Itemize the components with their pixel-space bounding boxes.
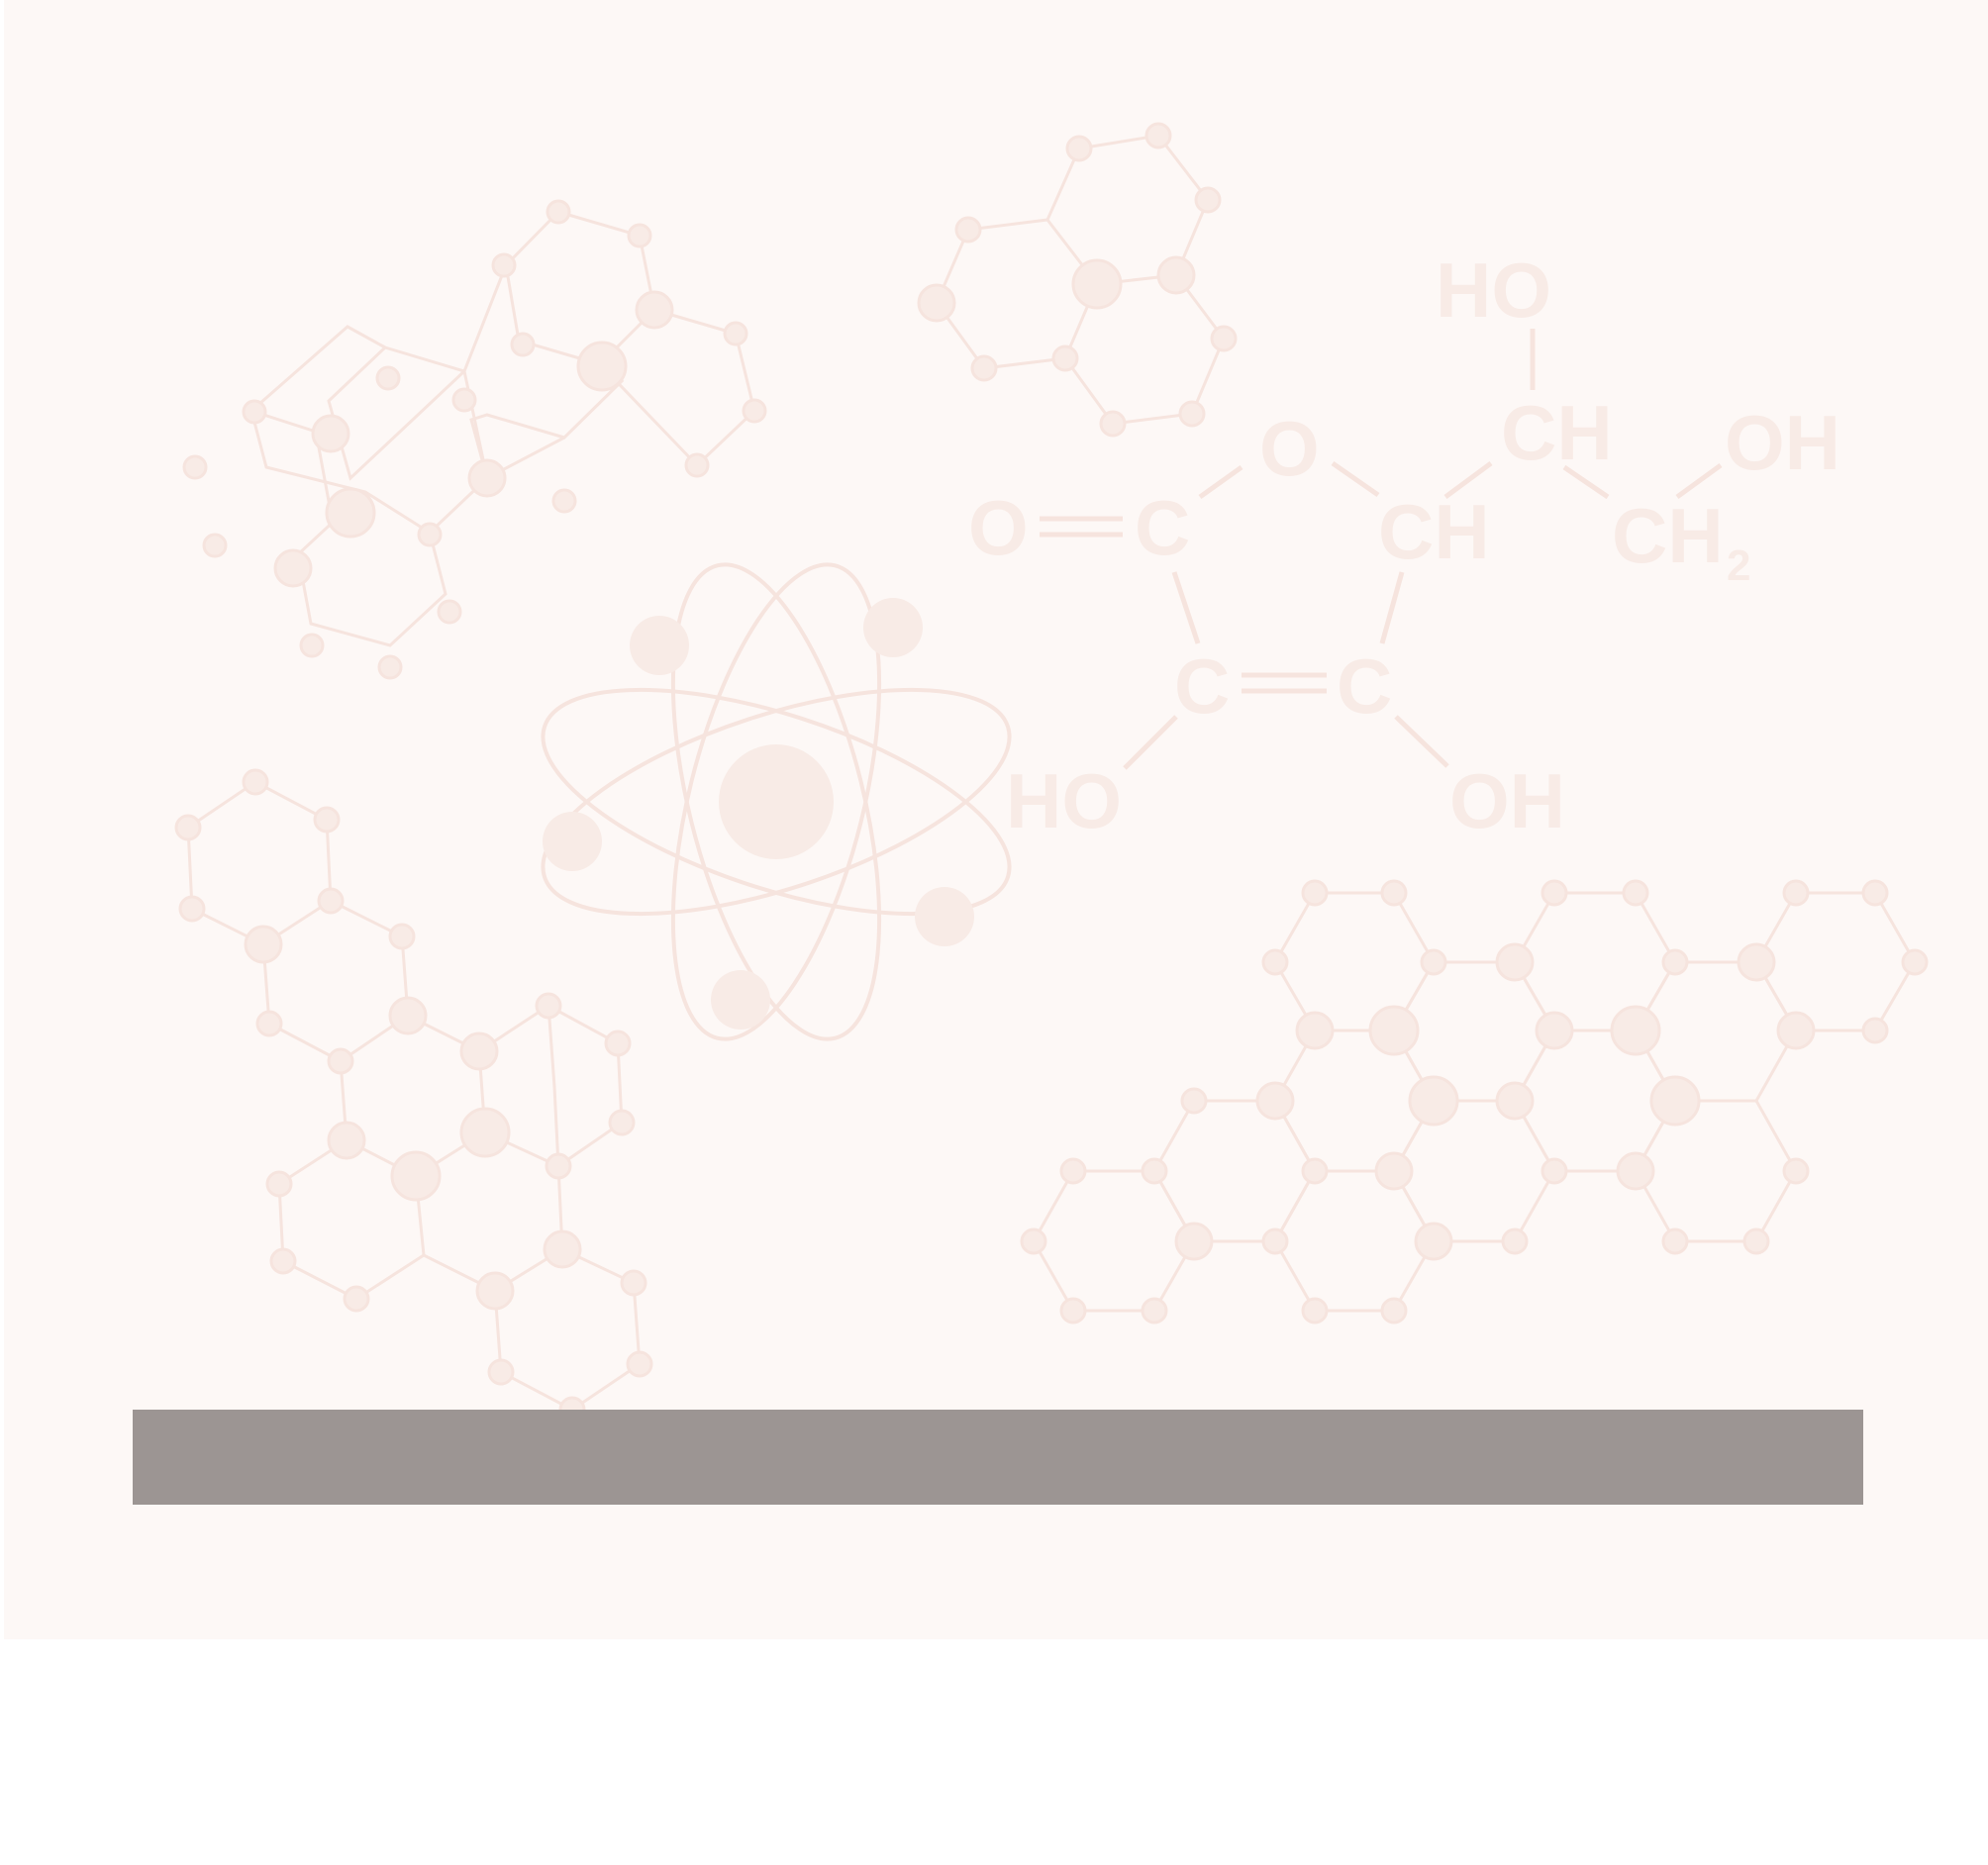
formula-c4: CH	[1378, 488, 1490, 575]
hexagon-molecule-icon	[174, 768, 653, 1423]
formula-side-ch: CH	[1501, 389, 1613, 476]
illustration-canvas: O O C CH C C HO OH CH HO CH 2 OH	[4, 0, 1988, 1639]
formula-side-ch2-sub: 2	[1727, 541, 1750, 590]
formula-side-oh: OH	[1725, 399, 1840, 486]
formula-side-ho: HO	[1436, 246, 1551, 334]
formula-oh-right: OH	[1449, 757, 1565, 844]
hexagon-molecule-icon	[917, 122, 1238, 438]
hexagon-molecule-icon	[182, 199, 767, 680]
formula-c2: C	[1174, 642, 1230, 730]
formula-side-ch2: CH	[1612, 492, 1724, 579]
formula-ho-left: HO	[1006, 757, 1122, 844]
hexagon-molecule-icon	[1020, 879, 1929, 1325]
formula-carbonyl-oxygen: O	[968, 484, 1029, 571]
atom-icon	[541, 562, 1012, 1041]
formula-c3: C	[1337, 642, 1392, 730]
placeholder-banner	[133, 1410, 1863, 1505]
molecule-background: O O C CH C C HO OH CH HO CH 2 OH	[174, 122, 1929, 1423]
ascorbic-acid-formula-icon: O O C CH C C HO OH CH HO CH 2 OH	[968, 246, 1840, 844]
formula-ring-oxygen: O	[1259, 405, 1320, 492]
formula-c1: C	[1135, 484, 1190, 571]
